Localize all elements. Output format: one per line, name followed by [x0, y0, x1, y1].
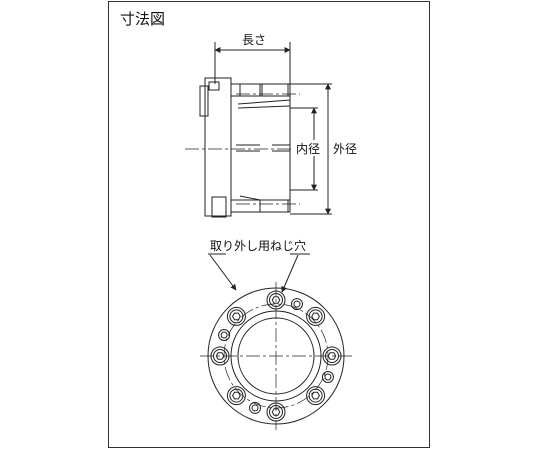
drawing-title: 寸法図: [120, 10, 166, 28]
removal-screw-hole-label: 取り外し用ねじ穴: [210, 238, 306, 253]
hex-bolt-icon: [266, 402, 286, 422]
removal-hole-icon: [218, 329, 231, 342]
removal-hole-icon: [321, 370, 334, 383]
hex-bolt-icon: [226, 386, 246, 406]
inner-diameter-label: 内径: [296, 142, 320, 156]
removal-hole-icon: [290, 298, 303, 311]
side-view: [185, 42, 332, 218]
front-view: [200, 282, 352, 430]
length-label: 長さ: [242, 33, 266, 47]
drawing-frame: [108, 1, 430, 448]
hex-bolt-icon: [210, 346, 230, 366]
hex-bolt-icon: [226, 306, 246, 326]
outer-diameter-label: 外径: [333, 142, 357, 156]
hex-bolt-icon: [306, 386, 326, 406]
leader-line: [208, 253, 310, 293]
hex-bolt-icon: [266, 290, 286, 310]
hex-bolt-icon: [306, 306, 326, 326]
inner-label-bg: [294, 140, 324, 156]
removal-hole-icon: [249, 401, 262, 414]
hex-bolt-icon: [322, 346, 342, 366]
outer-label-bg: [330, 140, 360, 156]
bolt-holes: [210, 290, 342, 422]
